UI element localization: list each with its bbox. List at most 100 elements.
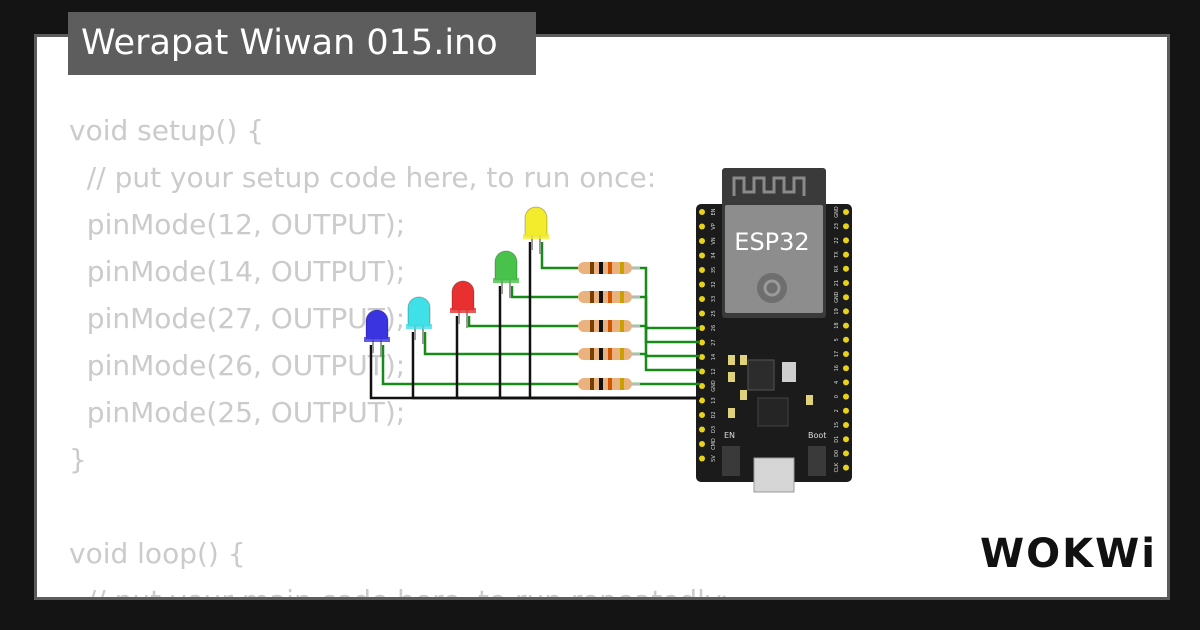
left-pin: [699, 354, 705, 360]
wokwi-logo[interactable]: WOKWi: [978, 523, 1153, 579]
code-line: // put your setup code here, to run once…: [69, 161, 657, 194]
resistor-band: [608, 378, 612, 390]
resistor-band: [599, 291, 603, 303]
right-pin-label: GND: [834, 206, 840, 218]
wire-led: [467, 316, 578, 328]
resistor-band: [620, 320, 624, 332]
right-pin: [843, 265, 849, 272]
resistor-band: [608, 262, 612, 274]
left-pin-label: 35: [711, 267, 717, 273]
left-pin: [699, 383, 705, 389]
right-pin: [843, 351, 849, 357]
right-pin-label: 15: [834, 422, 840, 428]
resistor-band: [590, 378, 594, 390]
right-pin-label: 19: [834, 308, 840, 314]
right-pin: [843, 336, 849, 343]
right-pin: [843, 209, 849, 215]
led-green: [494, 250, 518, 281]
right-pin-label: CLK: [834, 462, 840, 472]
left-pin: [699, 296, 705, 302]
left-pin: [699, 310, 705, 317]
right-pin-label: D0: [834, 450, 840, 457]
left-pin-label: EN: [711, 208, 717, 215]
espressif-icon: [757, 273, 787, 303]
smd-part: [728, 408, 735, 418]
led-red: [451, 280, 475, 311]
right-pin: [843, 308, 849, 315]
code-line: pinMode(25, OUTPUT);: [69, 396, 406, 429]
canvas-card: void setup() { // put your setup code he…: [34, 34, 1170, 600]
code-line: }: [69, 443, 87, 476]
right-pin: [843, 251, 849, 258]
left-pin-label: 25: [711, 310, 717, 316]
espressif-icon-inner: [763, 279, 781, 297]
code-line: void setup() {: [69, 114, 265, 147]
led-rim: [364, 337, 390, 342]
right-pin: [843, 450, 849, 457]
led-rim: [493, 278, 519, 283]
right-pin-label: TX: [834, 251, 840, 259]
boot-button: [808, 446, 826, 476]
right-pin-label: 18: [834, 322, 840, 328]
right-pin-label: 23: [834, 223, 840, 229]
left-pin-label: 14: [711, 354, 717, 360]
left-pin: [699, 397, 705, 404]
code-preview: void setup() { // put your setup code he…: [69, 107, 729, 597]
left-pin-label: 12: [711, 368, 717, 374]
right-pin: [843, 365, 849, 372]
wire-led: [540, 242, 578, 270]
led-blue: [365, 309, 389, 340]
right-pin: [843, 294, 849, 301]
regulator: [747, 359, 775, 391]
right-pin-label: D1: [834, 436, 840, 443]
left-pin-label: CMD: [711, 438, 717, 450]
right-pin-label: RX: [834, 265, 840, 272]
resistor-band: [599, 262, 603, 274]
resistor-band: [590, 320, 594, 332]
right-pin-label: 2: [834, 409, 840, 412]
led-rim: [523, 234, 549, 239]
resistor-band: [620, 378, 624, 390]
left-pin: [699, 325, 705, 331]
project-title[interactable]: Werapat Wiwan 015.ino: [68, 12, 536, 75]
module-shield: [725, 205, 823, 313]
resistor-band: [599, 348, 603, 360]
led-yellow: [524, 206, 548, 237]
right-pin-label: 22: [834, 237, 840, 243]
right-pin-label: 4: [834, 381, 840, 384]
wire-gpio: [630, 295, 700, 344]
wire-ground: [528, 242, 700, 400]
left-pin: [699, 223, 705, 230]
regulator-tab: [782, 362, 796, 382]
right-pin-label: GND: [834, 291, 840, 303]
right-pin: [843, 422, 849, 428]
resistor-band: [620, 291, 624, 303]
right-pin: [843, 464, 849, 471]
right-pin: [843, 393, 849, 400]
left-pin: [699, 455, 705, 462]
left-pin-label: D3: [711, 426, 717, 433]
left-pin-label: 33: [711, 296, 717, 302]
left-pin: [699, 426, 705, 433]
right-pin: [843, 280, 849, 286]
resistor-band: [608, 291, 612, 303]
left-pin: [699, 238, 705, 244]
smd-part: [740, 355, 747, 365]
left-pin-label: D2: [711, 411, 717, 418]
resistor-band: [620, 348, 624, 360]
left-pin: [699, 412, 705, 418]
right-pin: [843, 379, 849, 386]
smd-part: [806, 395, 813, 405]
left-pin-label: 5V: [711, 455, 717, 462]
left-pin-label: GND: [711, 380, 717, 392]
right-pin: [843, 407, 849, 414]
left-pin-label: VN: [711, 237, 717, 244]
en-label: EN: [724, 431, 735, 440]
code-line: void loop() {: [69, 537, 246, 570]
smd-part: [728, 355, 735, 365]
wire-led: [381, 345, 578, 386]
resistor-band: [590, 348, 594, 360]
antenna-trace: [732, 176, 806, 196]
left-pin: [699, 209, 705, 215]
led-rim: [406, 324, 432, 329]
